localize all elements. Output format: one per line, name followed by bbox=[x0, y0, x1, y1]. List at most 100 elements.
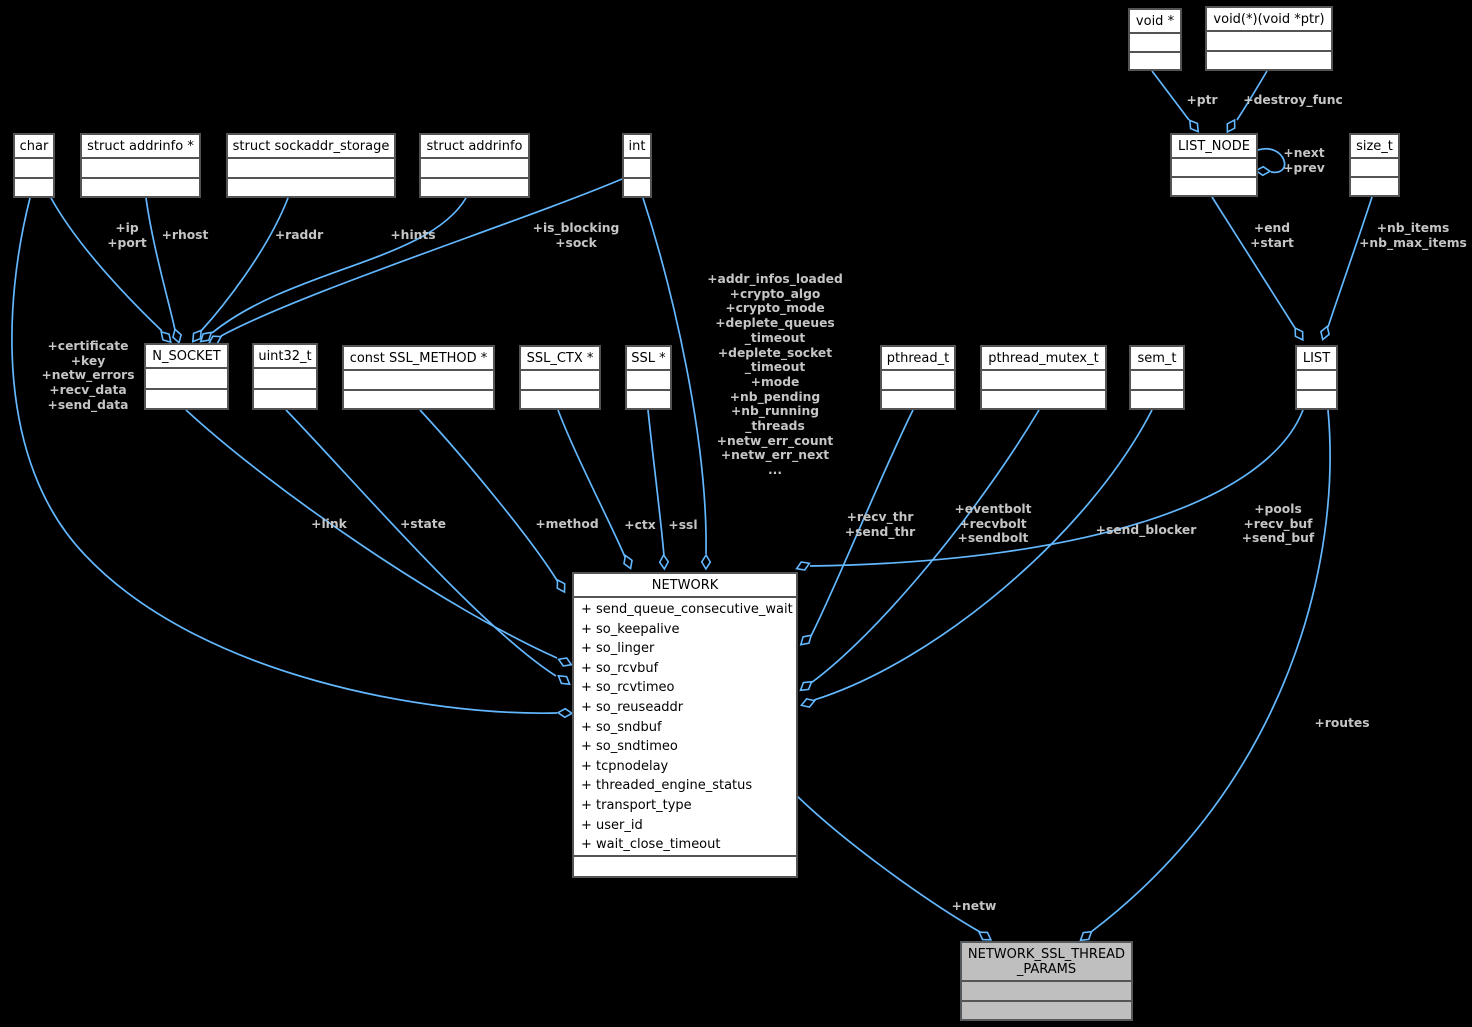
node-list[interactable]: LIST bbox=[1295, 345, 1338, 410]
empty-compartment bbox=[962, 999, 1131, 1020]
empty-compartment bbox=[962, 980, 1131, 1000]
edge-label-hints: +hints bbox=[390, 228, 436, 242]
member-row: + transport_type bbox=[581, 797, 692, 813]
class-name: LIST_NODE bbox=[1178, 139, 1250, 154]
diamond-routes bbox=[1079, 930, 1093, 942]
diamond-char-fields bbox=[556, 707, 574, 719]
node-struct-sockaddr-storage[interactable]: struct sockaddr_storage bbox=[226, 133, 396, 198]
node-size-t[interactable]: size_t bbox=[1349, 133, 1400, 197]
edge-label-netw: +netw bbox=[951, 899, 997, 913]
node-ssl-ptr[interactable]: SSL * bbox=[625, 345, 672, 410]
node-const-ssl-method-ptr[interactable]: const SSL_METHOD * bbox=[342, 345, 495, 410]
edge-ctx bbox=[557, 409, 626, 558]
node-list-node[interactable]: LIST_NODE bbox=[1170, 133, 1258, 197]
empty-compartment bbox=[344, 369, 493, 389]
diamond-hints bbox=[199, 331, 213, 343]
node-int[interactable]: int bbox=[622, 133, 652, 198]
edge-method bbox=[419, 409, 559, 583]
diamond-raddr bbox=[191, 329, 203, 343]
diamond-netw bbox=[977, 931, 993, 941]
edge-next-prev-self-loop bbox=[1257, 147, 1286, 173]
empty-compartment bbox=[146, 387, 227, 409]
node-n-socket[interactable]: N_SOCKET bbox=[144, 343, 229, 410]
edge-label-raddr: +raddr bbox=[274, 228, 324, 242]
edge-label-nb-items: +nb_items+nb_max_items bbox=[1359, 221, 1467, 250]
edge-label-ctx: +ctx bbox=[624, 518, 656, 532]
empty-compartment bbox=[982, 388, 1105, 409]
node-char[interactable]: char bbox=[13, 133, 55, 198]
member-row: + so_rcvbuf bbox=[581, 660, 659, 676]
node-network-ssl-thread-params[interactable]: NETWORK_SSL_THREAD_PARAMS bbox=[960, 941, 1133, 1021]
empty-compartment bbox=[228, 157, 394, 177]
edge-label-char-fields: +certificate+key+netw_errors+recv_data+s… bbox=[41, 339, 135, 412]
edge-hints bbox=[211, 197, 467, 334]
edge-network-int-fields bbox=[642, 197, 707, 555]
empty-compartment bbox=[1297, 388, 1336, 409]
edge-state bbox=[285, 409, 557, 677]
edge-label-routes: +routes bbox=[1314, 716, 1370, 730]
empty-compartment bbox=[421, 157, 528, 177]
empty-compartment bbox=[627, 388, 670, 409]
node-struct-addrinfo[interactable]: struct addrinfo bbox=[419, 133, 530, 198]
empty-compartment bbox=[421, 176, 528, 197]
member-row: + so_reuseaddr bbox=[581, 699, 684, 715]
empty-compartment bbox=[1207, 30, 1331, 50]
edge-is-blocking-sock bbox=[220, 178, 623, 337]
member-row: + so_keepalive bbox=[581, 621, 680, 637]
edge-destroy-func bbox=[1236, 70, 1268, 121]
class-name: struct addrinfo * bbox=[87, 139, 194, 154]
class-name: void * bbox=[1135, 14, 1175, 29]
edge-label-ssl: +ssl bbox=[668, 518, 698, 532]
edge-raddr bbox=[200, 197, 289, 332]
member-row: + tcpnodelay bbox=[581, 758, 669, 774]
empty-compartment bbox=[882, 388, 954, 409]
edge-label-link: +link bbox=[311, 517, 347, 531]
diamond-method bbox=[556, 578, 566, 594]
node-ssl-ctx-ptr[interactable]: SSL_CTX * bbox=[519, 345, 601, 410]
class-name: NETWORK_SSL_THREAD_PARAMS bbox=[967, 947, 1126, 977]
node-void-func-ptr[interactable]: void(*)(void *ptr) bbox=[1205, 6, 1333, 71]
class-name: sem_t bbox=[1137, 351, 1177, 366]
edge-rhost bbox=[145, 197, 176, 331]
diamond-ip-port bbox=[160, 330, 172, 344]
member-row: + so_rcvtimeo bbox=[581, 680, 675, 696]
empty-compartment bbox=[15, 157, 53, 177]
node-sem-t[interactable]: sem_t bbox=[1129, 345, 1185, 410]
edge-label-network-int-fields: +addr_infos_loaded+crypto_algo+crypto_mo… bbox=[707, 272, 843, 478]
diamond-link bbox=[557, 657, 573, 667]
diamond-state bbox=[557, 674, 571, 686]
empty-compartment bbox=[1130, 32, 1180, 51]
empty-compartment bbox=[882, 369, 954, 389]
empty-compartment bbox=[1172, 157, 1256, 176]
diamond-send-blocker bbox=[799, 698, 817, 708]
empty-compartment bbox=[254, 367, 316, 388]
edge-label-method: +method bbox=[535, 517, 599, 531]
member-row: + so_sndtimeo bbox=[581, 739, 678, 755]
node-struct-addrinfo-ptr[interactable]: struct addrinfo * bbox=[80, 133, 201, 198]
edge-label-event-recv-send-bolt: +eventbolt+recvbolt+sendbolt bbox=[954, 502, 1032, 546]
node-uint32-t[interactable]: uint32_t bbox=[252, 343, 318, 410]
node-network[interactable]: NETWORK + send_queue_consecutive_wait+ s… bbox=[572, 572, 798, 878]
class-name: char bbox=[19, 139, 49, 154]
node-pthread-t[interactable]: pthread_t bbox=[880, 345, 956, 410]
empty-compartment bbox=[344, 388, 493, 409]
member-row: + threaded_engine_status bbox=[581, 778, 753, 794]
class-name: N_SOCKET bbox=[152, 349, 221, 364]
empty-compartment bbox=[146, 367, 227, 388]
diamond-recv-send-thr bbox=[799, 634, 813, 646]
member-row: + user_id bbox=[581, 817, 643, 833]
diamond-ctx bbox=[623, 554, 633, 570]
empty-compartment bbox=[574, 854, 796, 876]
diamond-rhost bbox=[172, 327, 182, 345]
edge-nb-items bbox=[1327, 196, 1373, 328]
class-name: SSL_CTX * bbox=[526, 351, 594, 366]
node-void-ptr[interactable]: void * bbox=[1128, 8, 1182, 71]
diamond-nb-items bbox=[1320, 324, 1330, 342]
empty-compartment bbox=[1131, 369, 1183, 389]
empty-compartment bbox=[1131, 388, 1183, 409]
edge-bolts bbox=[810, 409, 1040, 684]
empty-compartment bbox=[521, 369, 599, 389]
node-pthread-mutex-t[interactable]: pthread_mutex_t bbox=[980, 345, 1107, 410]
empty-compartment bbox=[1130, 50, 1180, 70]
